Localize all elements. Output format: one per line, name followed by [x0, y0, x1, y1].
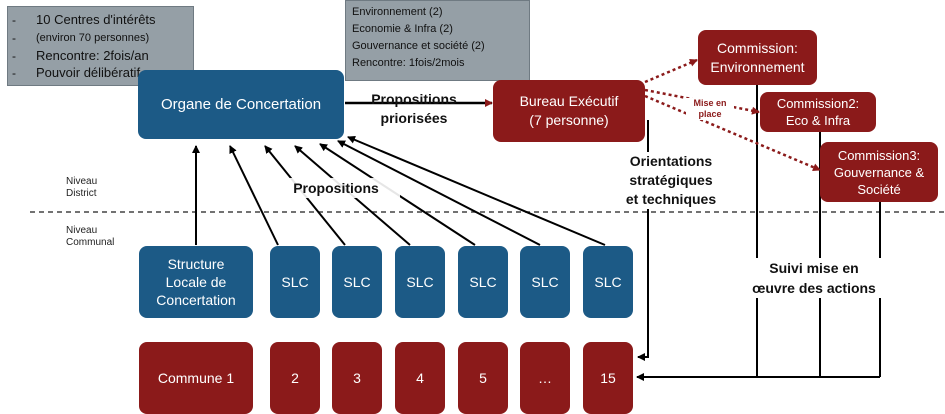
note-line: 10 Centres d'intérêts	[36, 12, 156, 27]
bureau-label: Bureau Exécutif (7 personne)	[519, 93, 619, 128]
commission-eco-infra-box: Commission2: Eco & Infra	[760, 92, 876, 132]
note-line: Environnement (2)	[352, 6, 443, 18]
niveau-district-label: Niveau District	[66, 176, 98, 199]
slc-box: SLC	[520, 246, 570, 318]
commune-box: 2	[270, 342, 320, 414]
slc-box: SLC	[583, 246, 633, 318]
orientations-label: Orientations stratégiques et techniques	[612, 152, 730, 209]
commission-environnement-box: Commission: Environnement	[698, 30, 817, 85]
slc-box: SLC	[395, 246, 445, 318]
arrow-slc1-to-organe	[229, 145, 279, 246]
note-line: Rencontre: 2fois/an	[36, 48, 149, 63]
organe-de-concertation-box: Organe de Concertation	[138, 70, 344, 139]
commune-box: 4	[395, 342, 445, 414]
bureau-executif-box: Bureau Exécutif (7 personne)	[493, 80, 645, 142]
commune-label: 3	[353, 370, 361, 386]
commune-label: 15	[600, 370, 616, 386]
slc-label: SLC	[469, 274, 497, 290]
commission3-label: Commission3: Gouvernance & Société	[833, 147, 925, 197]
commune-box: 15	[583, 342, 633, 414]
slc-label: SLC	[281, 274, 309, 290]
slc-box: SLC	[332, 246, 382, 318]
commune-label: 4	[416, 370, 424, 386]
commune-label: 2	[291, 370, 299, 386]
note-organe: - 10 Centres d'intérêts - (environ 70 pe…	[7, 6, 194, 86]
slc-label: SLC	[343, 274, 371, 290]
arrow-bureau-to-commission2	[644, 88, 760, 115]
arrow-bureau-to-commission3	[644, 94, 821, 172]
commission2-label: Commission2: Eco & Infra	[776, 96, 860, 128]
commune-box: …	[520, 342, 570, 414]
structure-locale-box: Structure Locale de Concertation	[139, 246, 253, 318]
propositions-priorisees-label: Propositions priorisées	[371, 91, 457, 126]
arrow-slc5-to-organe	[337, 140, 541, 246]
commission-gouvernance-box: Commission3: Gouvernance & Société	[820, 142, 938, 202]
commune-box: 5	[458, 342, 508, 414]
commune-box: 3	[332, 342, 382, 414]
note-line: Rencontre: 1fois/2mois	[352, 57, 465, 69]
note-bureau: Environnement (2) Economie & Infra (2) G…	[345, 0, 530, 81]
organe-label: Organe de Concertation	[160, 96, 322, 113]
niveau-communal-label: Niveau Communal	[66, 225, 115, 248]
structure-locale-label: Structure Locale de Concertation	[156, 256, 236, 308]
slc-box: SLC	[458, 246, 508, 318]
slc-label: SLC	[406, 274, 434, 290]
slc-label: SLC	[594, 274, 622, 290]
commission1-label: Commission: Environnement	[710, 39, 805, 75]
note-line: (environ 70 personnes)	[36, 32, 150, 44]
slc-box: SLC	[270, 246, 320, 318]
note-line: Economie & Infra (2)	[352, 23, 453, 35]
mise-en-place-label: Mise en place	[686, 98, 734, 120]
commune-label: 5	[479, 370, 487, 386]
slc-label: SLC	[531, 274, 559, 290]
commune-box: Commune 1	[139, 342, 253, 414]
arrow-slc6-to-organe	[347, 136, 606, 246]
commune-label: Commune 1	[157, 370, 235, 386]
commune-label: …	[538, 370, 552, 386]
arrow-bureau-to-commission1	[644, 58, 698, 84]
propositions-label: Propositions	[272, 178, 400, 198]
suivi-label: Suivi mise en œuvre des actions	[744, 258, 884, 298]
note-line: Pouvoir délibératif	[36, 65, 141, 80]
note-line: Gouvernance et société (2)	[352, 40, 485, 52]
